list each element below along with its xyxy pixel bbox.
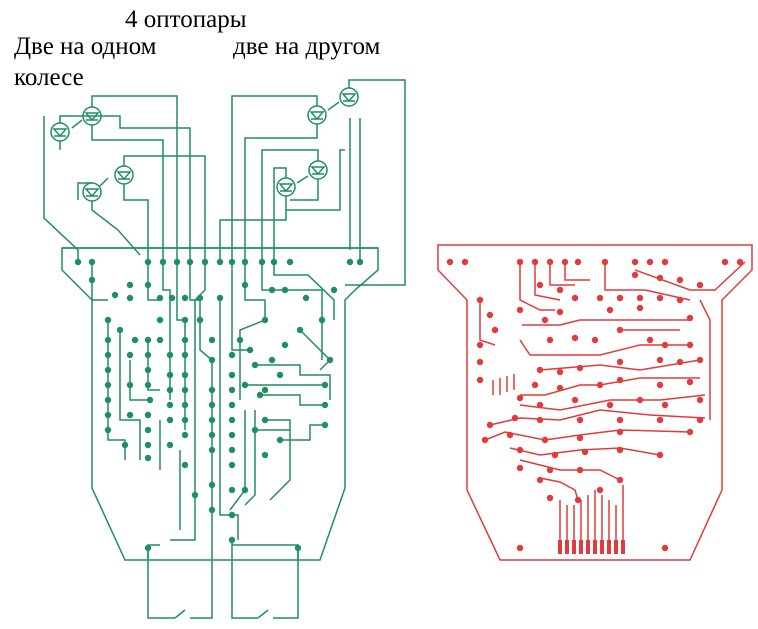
label-left-line2: колесе — [14, 64, 84, 91]
switch-icon-2 — [257, 609, 269, 619]
pcb-connector — [558, 540, 625, 554]
diagram-title: 4 оптопары — [125, 6, 247, 33]
lead-4 — [273, 548, 299, 619]
schematic-outline — [61, 247, 379, 561]
pcb-pads — [446, 258, 744, 552]
pcb-board — [437, 244, 753, 561]
switch-icon-1 — [174, 609, 186, 619]
schematic-board — [43, 79, 406, 619]
pcb-outline — [437, 244, 753, 561]
schematic-pads — [74, 258, 364, 552]
lead-2 — [190, 540, 213, 619]
label-left-line1: Две на одном — [14, 33, 157, 60]
lead-3 — [231, 540, 258, 619]
lead-1 — [147, 548, 175, 619]
label-right: две на другом — [233, 33, 381, 60]
